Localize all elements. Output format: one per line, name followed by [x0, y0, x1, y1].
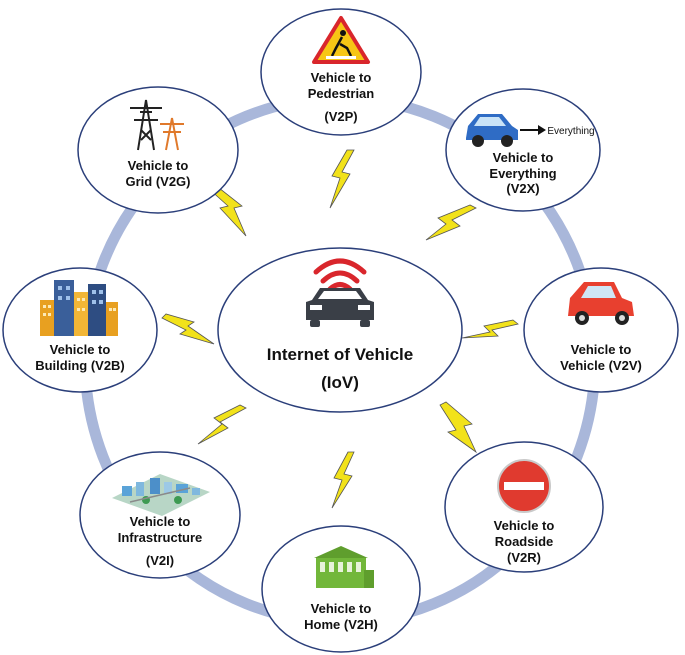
v2g-line1: Vehicle to: [128, 158, 189, 173]
center-title: Internet of Vehicle: [267, 345, 413, 364]
v2i-line1: Vehicle to: [130, 514, 191, 529]
v2r-line2: Roadside: [495, 534, 554, 549]
lightning-icon: [197, 404, 247, 445]
v2p-line2: Pedestrian: [308, 86, 375, 101]
v2v-line1: Vehicle to: [571, 342, 632, 357]
lightning-icon: [425, 204, 477, 241]
v2b-line1: Vehicle to: [50, 342, 111, 357]
v2i-line2: Infrastructure: [118, 530, 203, 545]
node-v2g: Vehicle to Grid (V2G): [77, 86, 239, 214]
arrow-icon: [520, 125, 546, 135]
v2h-line1: Vehicle to: [311, 601, 372, 616]
v2p-line1: Vehicle to: [311, 70, 372, 85]
red-car-icon: [568, 282, 634, 325]
house-icon: [314, 546, 374, 588]
lightning-icon: [461, 319, 519, 339]
buildings-icon: [40, 280, 118, 336]
v2x-line3: (V2X): [506, 181, 539, 196]
v2x-line1: Vehicle to: [493, 150, 554, 165]
lightning-icons: [161, 149, 519, 509]
node-v2i: Vehicle to Infrastructure (V2I): [79, 451, 241, 579]
v2v-line2: Vehicle (V2V): [560, 358, 642, 373]
node-v2b: Vehicle to Building (V2B): [2, 267, 158, 393]
city-infrastructure-icon: [112, 474, 210, 516]
v2g-line2: Grid (V2G): [125, 174, 190, 189]
lightning-icon: [439, 401, 477, 454]
v2r-line3: (V2R): [507, 550, 541, 565]
blue-car-icon: [466, 114, 518, 147]
lightning-icon: [329, 149, 355, 209]
lightning-icon: [331, 451, 355, 509]
v2x-arrow-text: Everything: [547, 126, 594, 137]
node-v2h: Vehicle to Home (V2H): [261, 525, 421, 653]
power-tower-icon: [130, 99, 184, 151]
car-front-icon: [306, 288, 374, 327]
center-node: Internet of Vehicle (IoV): [217, 247, 463, 413]
no-entry-sign-icon: [497, 459, 551, 513]
lightning-icon: [161, 313, 215, 345]
node-v2x: Everything Vehicle to Everything (V2X): [445, 88, 601, 212]
v2p-line3: (V2P): [324, 109, 357, 124]
pedestrian-crossing-sign-icon: [312, 16, 370, 64]
node-v2p: Vehicle to Pedestrian (V2P): [260, 8, 422, 136]
v2r-line1: Vehicle to: [494, 518, 555, 533]
v2h-line2: Home (V2H): [304, 617, 378, 632]
v2i-line3: (V2I): [146, 553, 174, 568]
node-v2v: Vehicle to Vehicle (V2V): [523, 267, 679, 393]
v2x-line2: Everything: [489, 166, 556, 181]
node-v2r: Vehicle to Roadside (V2R): [444, 441, 604, 573]
center-abbr: (IoV): [321, 373, 359, 392]
wifi-icon: [313, 258, 367, 292]
v2b-line2: Building (V2B): [35, 358, 125, 373]
